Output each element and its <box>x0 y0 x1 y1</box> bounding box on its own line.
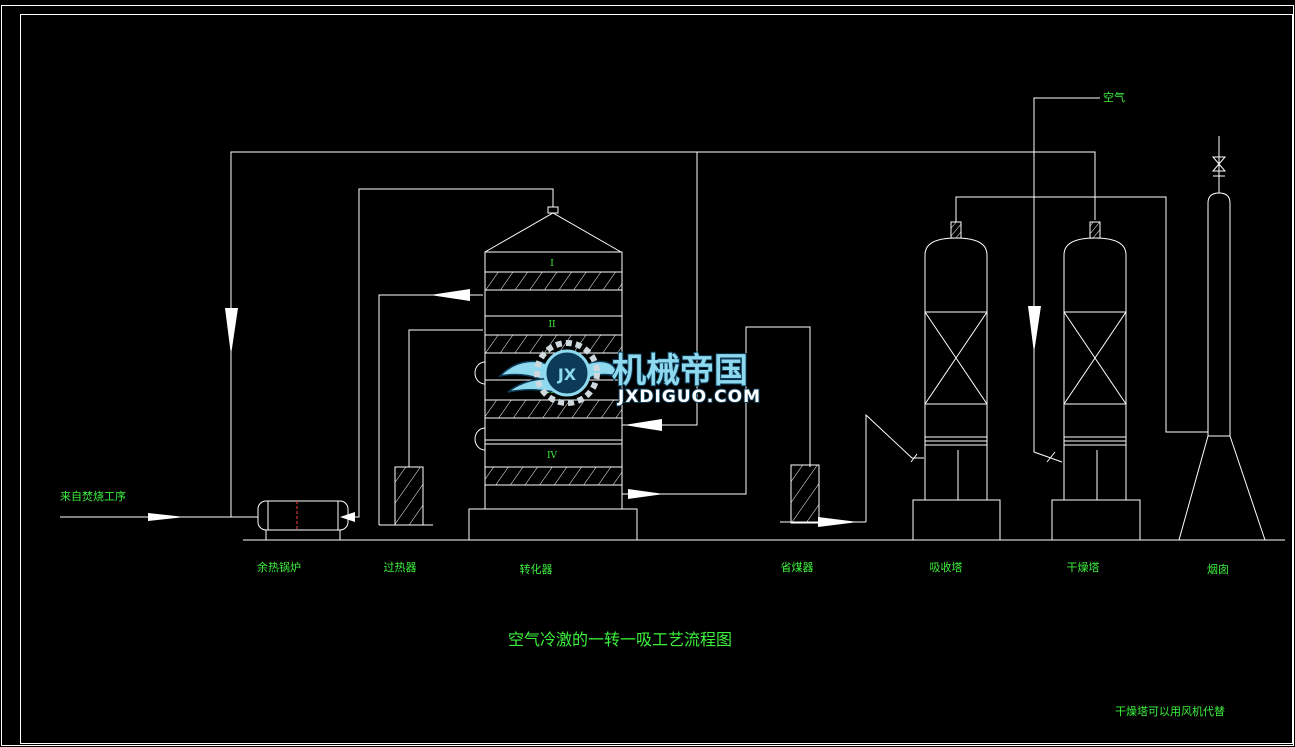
label-waste-heat-boiler: 余热锅炉 <box>257 560 301 574</box>
watermark-en-text: JXDIGUO.COM <box>617 387 761 407</box>
watermark-cn-text: 机械帝国 <box>612 351 748 391</box>
label-economizer: 省煤器 <box>781 561 814 574</box>
watermark-gear-icon: JX <box>534 340 600 406</box>
diagram-note: 干燥塔可以用风机代替 <box>1115 704 1225 718</box>
recycle-line <box>225 151 1096 517</box>
label-converter: 转化器 <box>520 562 553 576</box>
flow-arrow <box>148 513 185 521</box>
inner-frame <box>20 14 1293 744</box>
converter-feed-line <box>340 188 554 522</box>
outer-frame <box>1 5 1294 746</box>
bed-label: II <box>548 320 556 330</box>
flow-arrow <box>430 289 470 301</box>
flow-arrow <box>1028 306 1041 353</box>
superheater <box>378 289 483 526</box>
flow-arrow <box>628 489 664 499</box>
label-absorption-tower: 吸收塔 <box>930 560 963 574</box>
label-superheater: 过热器 <box>384 561 417 574</box>
drying-tower <box>1051 221 1141 541</box>
label-drying-tower: 干燥塔 <box>1067 561 1100 574</box>
watermark: JX 机械帝国 JXDIGUO.COM <box>497 340 761 408</box>
waste-heat-boiler <box>257 500 349 540</box>
air-intake-line <box>1028 97 1100 463</box>
flow-arrow <box>225 308 238 355</box>
air-label: 空气 <box>1103 90 1125 104</box>
inlet-line <box>60 513 258 521</box>
flow-arrow <box>624 419 662 431</box>
chimney <box>1178 136 1266 541</box>
exhaust-line <box>955 196 1208 433</box>
inlet-label: 来自焚烧工序 <box>60 489 126 503</box>
diagram-title: 空气冷激的一转一吸工艺流程图 <box>508 630 732 649</box>
flow-arrow <box>340 512 355 522</box>
economizer <box>780 413 924 527</box>
flow-arrow <box>818 517 858 527</box>
bed-label: IV <box>547 451 558 461</box>
watermark-badge: JX <box>557 365 577 384</box>
bed-label: I <box>550 259 554 269</box>
absorption-tower <box>910 221 1001 541</box>
label-chimney: 烟囱 <box>1207 562 1229 576</box>
economizer-loop <box>622 152 811 499</box>
converter: I II III IV <box>468 206 638 541</box>
